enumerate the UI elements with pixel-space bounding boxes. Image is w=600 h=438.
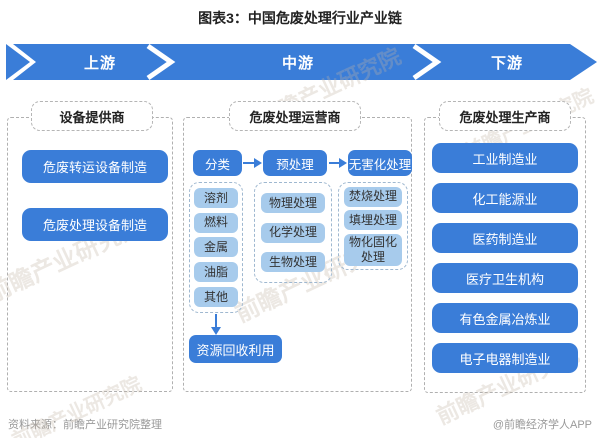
page-title: 图表3：中国危废处理行业产业链 <box>198 10 402 26</box>
classification-item: 金属 <box>194 237 238 258</box>
midstream-header: 危废处理运营商 <box>229 101 361 131</box>
downstream-item: 医疗卫生机构 <box>432 263 578 293</box>
classification-item: 其他 <box>194 287 238 308</box>
pretreatment-item: 化学处理 <box>261 222 325 243</box>
pretreatment-item: 生物处理 <box>261 252 325 273</box>
classification-item: 燃料 <box>194 212 238 233</box>
classification-item: 油脂 <box>194 262 238 283</box>
stage-classification: 分类 <box>193 150 242 176</box>
pretreatment-item: 物理处理 <box>261 192 325 213</box>
downstream-item: 化工能源业 <box>432 183 578 213</box>
upstream-item: 危废转运设备制造 <box>22 150 168 183</box>
harmless-item: 填埋处理 <box>344 210 402 230</box>
stage-harmless-treatment: 无害化处理 <box>348 150 412 176</box>
downstream-item: 工业制造业 <box>432 143 578 173</box>
credit-note: @前瞻经济学人APP <box>492 419 592 431</box>
flow-arrow-right <box>243 158 262 168</box>
downstream-item: 电子电器制造业 <box>432 343 578 373</box>
pretreatment-group: 物理处理 化学处理 生物处理 <box>254 182 332 283</box>
flow-arrow-right <box>329 158 347 168</box>
downstream-item: 医药制造业 <box>432 223 578 253</box>
chevron-separator <box>412 43 442 81</box>
recycle-box: 资源回收利用 <box>189 335 282 363</box>
flow-arrow-down <box>211 314 221 335</box>
harmless-item: 焚烧处理 <box>344 186 402 207</box>
harmless-treatment-group: 焚烧处理 填埋处理 物化固化处理 <box>338 182 408 270</box>
classification-item: 溶剂 <box>194 187 238 208</box>
stage-pretreatment: 预处理 <box>263 150 327 176</box>
source-note: 资料来源：前瞻产业研究院整理 <box>8 419 162 431</box>
upstream-header: 设备提供商 <box>31 101 153 131</box>
process-arrow-banner <box>6 43 597 81</box>
banner-segment-midstream: 中游 <box>281 54 314 72</box>
chevron-separator <box>146 43 176 81</box>
banner-segment-downstream: 下游 <box>490 54 523 72</box>
upstream-item: 危废处理设备制造 <box>22 208 168 241</box>
downstream-header: 危废处理生产商 <box>439 101 571 131</box>
downstream-item: 有色金属冶炼业 <box>432 303 578 333</box>
arrow-tail-chevron <box>6 44 30 80</box>
classification-group: 溶剂 燃料 金属 油脂 其他 <box>189 182 243 313</box>
harmless-item: 物化固化处理 <box>344 233 402 266</box>
banner-segment-upstream: 上游 <box>83 54 116 72</box>
